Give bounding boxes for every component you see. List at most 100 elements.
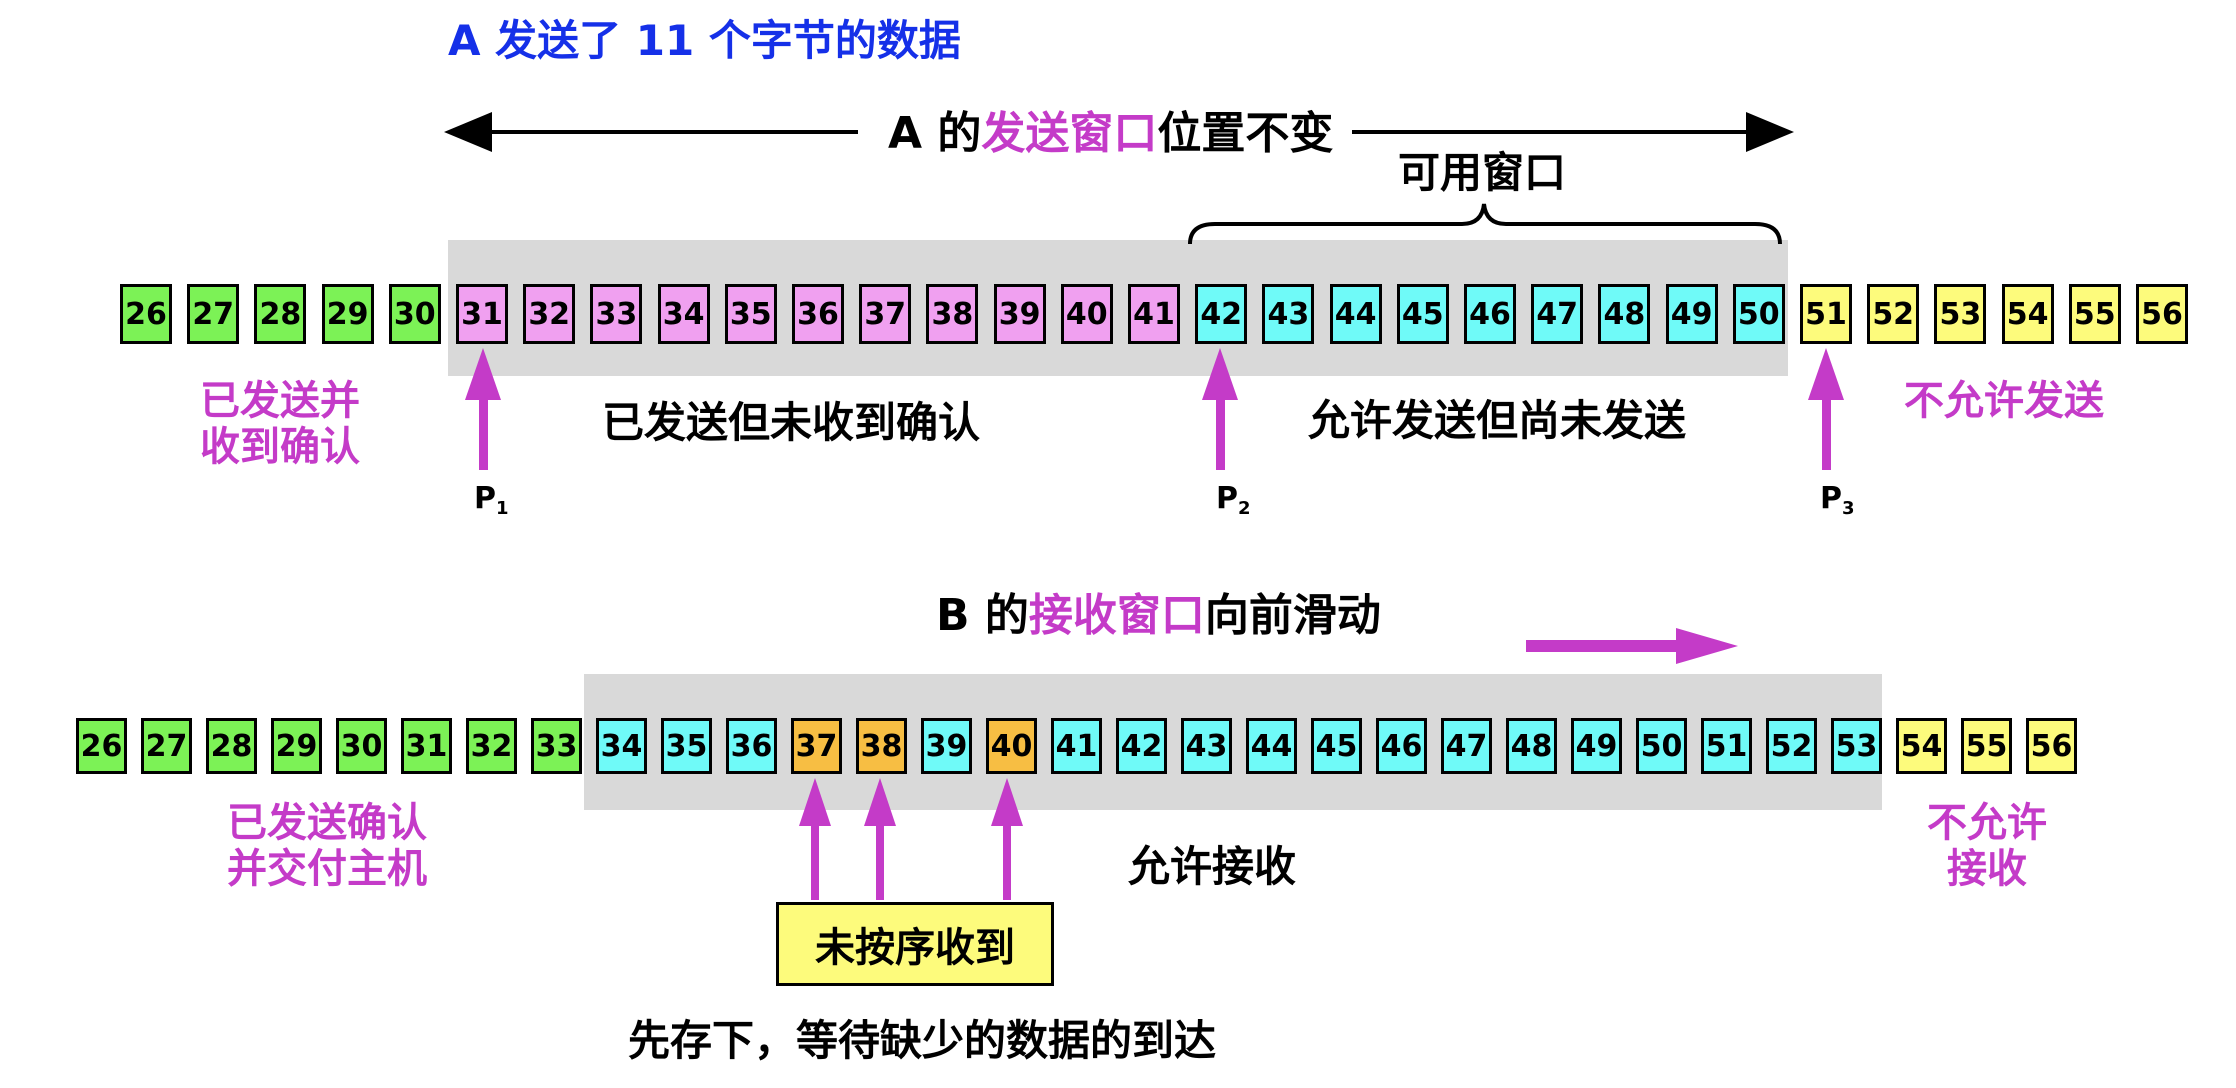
pointer-p2-label: P2 <box>1216 484 1251 518</box>
receiver-cell-49: 49 <box>1571 718 1622 774</box>
sender-cell-46: 46 <box>1464 284 1516 344</box>
sender-sent-acked-label: 已发送并 收到确认 <box>190 378 370 470</box>
receiver-cell-40: 40 <box>986 718 1037 774</box>
sender-cell-56: 56 <box>2136 284 2188 344</box>
receiver-cell-56: 56 <box>2026 718 2077 774</box>
sender-heading-highlight: 发送窗口 <box>981 108 1158 159</box>
sender-cell-55: 55 <box>2068 284 2121 344</box>
receiver-cell-52: 52 <box>1766 718 1817 774</box>
receiver-heading-suffix: 向前滑动 <box>1204 590 1381 641</box>
sender-cell-41: 41 <box>1128 284 1180 344</box>
pointer-p1-sub: 1 <box>496 498 509 519</box>
usable-window-label: 可用窗口 <box>1398 148 1567 197</box>
pointer-arrows <box>465 348 1844 470</box>
receiver-delivered-line1: 已发送确认 <box>227 800 427 846</box>
receiver-cell-30: 30 <box>336 718 387 774</box>
sender-cell-29: 29 <box>321 284 374 344</box>
receiver-delivered-label: 已发送确认 并交付主机 <box>212 800 442 892</box>
pointer-p1-label: P1 <box>474 484 509 518</box>
sender-sent-acked-line2: 收到确认 <box>200 424 360 470</box>
receiver-not-allowed-line1: 不允许 <box>1927 800 2047 846</box>
receiver-cell-50: 50 <box>1636 718 1687 774</box>
pointer-p2-sub: 2 <box>1238 498 1251 519</box>
sender-cell-38: 38 <box>926 284 979 344</box>
pointer-p3-label: P3 <box>1820 484 1855 518</box>
sender-cell-28: 28 <box>254 284 307 344</box>
sender-cell-37: 37 <box>859 284 912 344</box>
out-of-order-label: 未按序收到 <box>815 925 1015 971</box>
sender-cell-49: 49 <box>1665 284 1718 344</box>
receiver-cell-26: 26 <box>76 718 127 774</box>
sender-cell-33: 33 <box>590 284 643 344</box>
pointer-p3-sub: 3 <box>1842 498 1855 519</box>
sender-cell-32: 32 <box>523 284 576 344</box>
out-of-order-arrows <box>799 778 1023 900</box>
pointer-p3-base: P <box>1820 481 1842 516</box>
sender-sent-acked-line1: 已发送并 <box>200 378 360 424</box>
receiver-cell-55: 55 <box>1961 718 2012 774</box>
sender-cell-52: 52 <box>1867 284 1920 344</box>
sender-cell-36: 36 <box>792 284 844 344</box>
receiver-cell-42: 42 <box>1116 718 1167 774</box>
sender-cell-54: 54 <box>2001 284 2054 344</box>
receiver-cell-43: 43 <box>1181 718 1232 774</box>
receiver-cell-36: 36 <box>726 718 777 774</box>
receiver-cell-37: 37 <box>791 718 842 774</box>
sender-allowed-unsent-label: 允许发送但尚未发送 <box>1308 396 1687 445</box>
sender-cell-42: 42 <box>1195 284 1248 344</box>
page-title: A 发送了 11 个字节的数据 <box>448 16 961 65</box>
usable-window-brace <box>1188 203 1782 245</box>
sender-heading-suffix: 位置不变 <box>1157 108 1334 159</box>
receiver-delivered-line2: 并交付主机 <box>227 846 427 892</box>
sender-cell-34: 34 <box>657 284 710 344</box>
sender-cell-27: 27 <box>187 284 240 344</box>
receiver-cell-28: 28 <box>206 718 257 774</box>
receiver-cell-29: 29 <box>271 718 322 774</box>
sender-cell-48: 48 <box>1598 284 1651 344</box>
sender-cell-43: 43 <box>1262 284 1315 344</box>
sender-cell-26: 26 <box>120 284 172 344</box>
receiver-not-allowed-label: 不允许 接收 <box>1902 800 2072 892</box>
receiver-cell-46: 46 <box>1376 718 1427 774</box>
buffer-note: 先存下，等待缺少的数据的到达 <box>628 1016 1217 1065</box>
receiver-cell-44: 44 <box>1246 718 1297 774</box>
receiver-heading-prefix: B 的 <box>936 590 1029 641</box>
receiver-cell-32: 32 <box>466 718 517 774</box>
receiver-cell-48: 48 <box>1506 718 1557 774</box>
sender-cell-47: 47 <box>1531 284 1584 344</box>
receiver-cell-27: 27 <box>141 718 192 774</box>
pointer-p1-base: P <box>474 481 496 516</box>
sender-cell-39: 39 <box>993 284 1046 344</box>
receiver-cell-35: 35 <box>661 718 712 774</box>
sender-cell-35: 35 <box>724 284 777 344</box>
receiver-cell-41: 41 <box>1051 718 1102 774</box>
sender-not-allowed-label: 不允许发送 <box>1904 378 2104 424</box>
sender-heading-prefix: A 的 <box>888 108 982 159</box>
receiver-allowed-label: 允许接收 <box>1128 842 1297 891</box>
sender-cell-45: 45 <box>1396 284 1449 344</box>
receiver-cell-53: 53 <box>1831 718 1882 774</box>
receiver-cell-45: 45 <box>1311 718 1362 774</box>
sender-cell-30: 30 <box>388 284 441 344</box>
sender-cell-53: 53 <box>1934 284 1987 344</box>
receiver-cell-31: 31 <box>401 718 452 774</box>
receiver-cell-34: 34 <box>596 718 647 774</box>
sender-cell-31: 31 <box>456 284 508 344</box>
receiver-slide-arrow <box>1526 628 1738 664</box>
out-of-order-box: 未按序收到 <box>776 902 1054 986</box>
pointer-p2-base: P <box>1216 481 1238 516</box>
receiver-cell-51: 51 <box>1701 718 1752 774</box>
receiver-heading-highlight: 接收窗口 <box>1028 590 1205 641</box>
sender-window-heading: A 的发送窗口位置不变 <box>888 112 1333 156</box>
receiver-cell-47: 47 <box>1441 718 1492 774</box>
sender-cell-44: 44 <box>1329 284 1382 344</box>
sender-sent-unacked-label: 已发送但未收到确认 <box>602 398 981 447</box>
sender-cell-40: 40 <box>1060 284 1113 344</box>
receiver-not-allowed-line2: 接收 <box>1947 846 2027 892</box>
receiver-cell-33: 33 <box>531 718 582 774</box>
sender-cell-51: 51 <box>1800 284 1852 344</box>
receiver-cell-38: 38 <box>856 718 907 774</box>
receiver-window-heading: B 的接收窗口向前滑动 <box>936 594 1381 638</box>
receiver-cell-54: 54 <box>1896 718 1947 774</box>
